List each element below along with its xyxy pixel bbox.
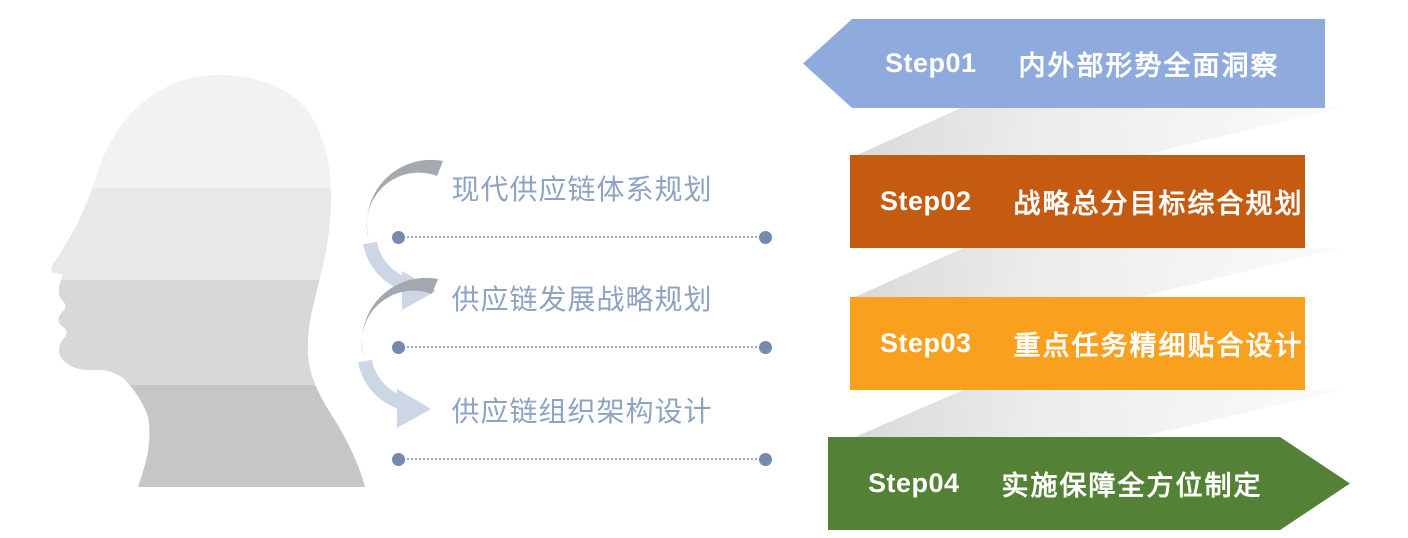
process-item-label: 现代供应链体系规划 bbox=[451, 174, 713, 205]
step-banner-2: Step02 战略总分目标综合规划 bbox=[850, 155, 1305, 248]
dotted-line bbox=[399, 236, 765, 238]
dotted-connector bbox=[392, 340, 772, 354]
head-band-3 bbox=[51, 280, 365, 385]
head-band-1 bbox=[51, 74, 365, 188]
step-title: 内外部形势全面洞察 bbox=[1018, 51, 1280, 81]
process-item-3: 供应链组织架构设计 bbox=[392, 390, 772, 466]
dotted-connector bbox=[392, 452, 772, 466]
connector-dot-right bbox=[759, 341, 772, 354]
process-item-1: 现代供应链体系规划 bbox=[392, 168, 772, 244]
dotted-connector bbox=[392, 230, 772, 244]
ribbon-fold-3 bbox=[854, 390, 1344, 437]
head-band-2 bbox=[51, 188, 365, 280]
ribbon-fold-2 bbox=[854, 248, 1344, 297]
connector-dot-right bbox=[759, 453, 772, 466]
step-number: Step02 bbox=[880, 186, 972, 216]
process-item-label: 供应链发展战略规划 bbox=[451, 284, 713, 315]
process-item-2: 供应链发展战略规划 bbox=[392, 278, 772, 354]
step-banner-3: Step03 重点任务精细贴合设计 bbox=[850, 297, 1305, 390]
connector-dot-left bbox=[392, 231, 405, 244]
dotted-line bbox=[399, 458, 765, 460]
step-title: 实施保障全方位制定 bbox=[1001, 471, 1263, 501]
connector-dot-left bbox=[392, 341, 405, 354]
step-number: Step04 bbox=[868, 468, 960, 498]
connector-dot-left bbox=[392, 453, 405, 466]
connector-dot-right bbox=[759, 231, 772, 244]
step-number: Step01 bbox=[885, 48, 977, 78]
step-number: Step03 bbox=[880, 328, 972, 358]
ribbon-fold-1 bbox=[854, 107, 1344, 156]
step-title: 重点任务精细贴合设计 bbox=[1013, 331, 1304, 361]
dotted-line bbox=[399, 346, 765, 348]
process-item-label: 供应链组织架构设计 bbox=[451, 396, 713, 427]
step-banner-4: Step04 实施保障全方位制定 bbox=[828, 437, 1350, 530]
step-banner-1: Step01 内外部形势全面洞察 bbox=[803, 19, 1325, 108]
step-title: 战略总分目标综合规划 bbox=[1013, 189, 1304, 219]
head-band-4 bbox=[51, 385, 365, 487]
